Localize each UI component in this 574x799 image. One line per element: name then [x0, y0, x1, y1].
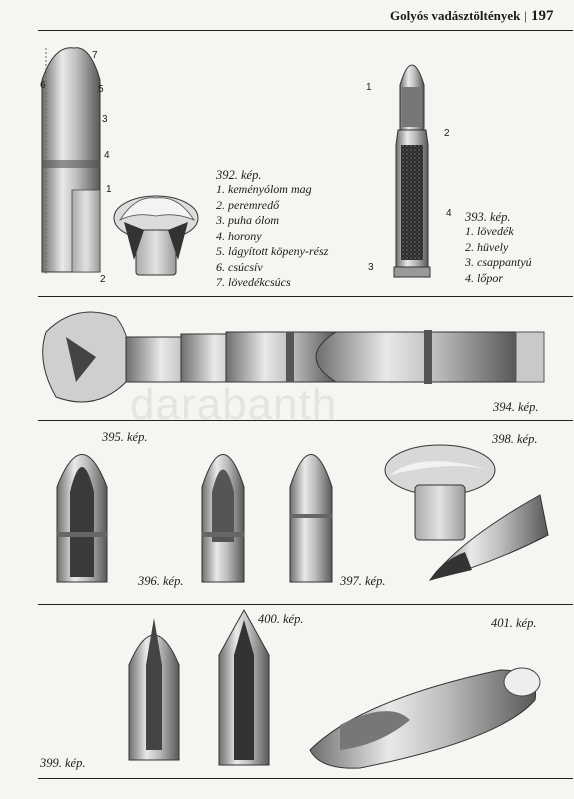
fig392-callout-5: 5	[98, 84, 104, 95]
fig392-callout-3: 3	[102, 114, 108, 125]
fig393-legend-item: 3. csappantyú	[465, 255, 532, 269]
fig399-caption: 399. kép.	[40, 756, 86, 770]
fig393-legend-item: 1. lövedék	[465, 224, 514, 238]
fig392-callout-2: 2	[100, 274, 106, 285]
fig392-callout-1: 1	[106, 184, 112, 195]
section-rule	[38, 420, 573, 421]
fig393-callout-3: 3	[368, 262, 374, 273]
fig394-bullet-sequence-illustration	[42, 311, 545, 403]
fig392-legend: 1. keményólom mag 2. peremredő 3. puha ó…	[216, 182, 328, 291]
fig392-legend-item: 3. puha ólom	[216, 213, 279, 227]
fig392-legend-item: 5. lágyított köpeny-rész	[216, 244, 329, 258]
fig397-caption: 397. kép.	[340, 574, 386, 588]
fig393-callout-4: 4	[446, 208, 452, 219]
fig392-legend-item: 2. peremredő	[216, 197, 280, 212]
header-separator: |	[524, 8, 527, 23]
section-rule	[38, 604, 573, 605]
fig392-caption: 392. kép.	[216, 168, 262, 182]
footer-rule	[38, 778, 573, 779]
fig401-caption: 401. kép.	[491, 616, 537, 630]
fig401-bullet-tip-illustration	[309, 667, 541, 769]
fig395-caption: 395. kép.	[102, 430, 148, 444]
fig395-bullet-section	[56, 454, 108, 583]
fig400-caption: 400. kép.	[258, 612, 304, 626]
fig393-callout-1: 1	[366, 82, 372, 93]
section-rule	[38, 296, 573, 297]
fig393-caption: 393. kép.	[465, 210, 511, 224]
fig397-bullet	[289, 454, 333, 583]
fig396-bullet-section	[201, 454, 245, 583]
fig393-callout-2: 2	[444, 128, 450, 139]
fig398-caption: 398. kép.	[492, 432, 538, 446]
fig392-callout-6: 6	[40, 80, 46, 91]
fig393-legend: 1. lövedék 2. hüvely 3. csappantyú 4. lő…	[465, 224, 532, 286]
header-rule	[38, 30, 573, 31]
fig398-expanded-bullet-and-cartridge	[384, 444, 549, 581]
fig393-legend-item: 2. hüvely	[465, 239, 509, 254]
fig400-bullet-section	[218, 608, 270, 766]
fig393-legend-item: 4. lőpor	[465, 270, 504, 285]
page-number: 197	[530, 8, 554, 24]
fig392-legend-item: 6. csúcsív	[216, 259, 263, 274]
fig394-caption: 394. kép.	[493, 400, 539, 414]
header-title: Golyós vadásztöltények	[390, 8, 521, 23]
fig396-caption: 396. kép.	[138, 574, 184, 588]
fig392-legend-item: 1. keményólom mag	[216, 182, 312, 196]
fig392-bullet-diagram	[41, 47, 101, 276]
watermark: darabanth	[130, 380, 338, 429]
fig392-callout-4: 4	[104, 150, 110, 161]
fig392-expanded-bullet	[113, 195, 199, 276]
fig392-legend-item: 7. lövedékcsúcs	[216, 275, 291, 289]
fig399-bullet-section	[128, 618, 180, 761]
fig392-legend-item: 4. horony	[216, 228, 262, 243]
running-header: Golyós vadásztöltények|197	[390, 8, 553, 25]
fig393-cartridge-diagram	[393, 64, 431, 278]
fig392-callout-7: 7	[92, 50, 98, 61]
